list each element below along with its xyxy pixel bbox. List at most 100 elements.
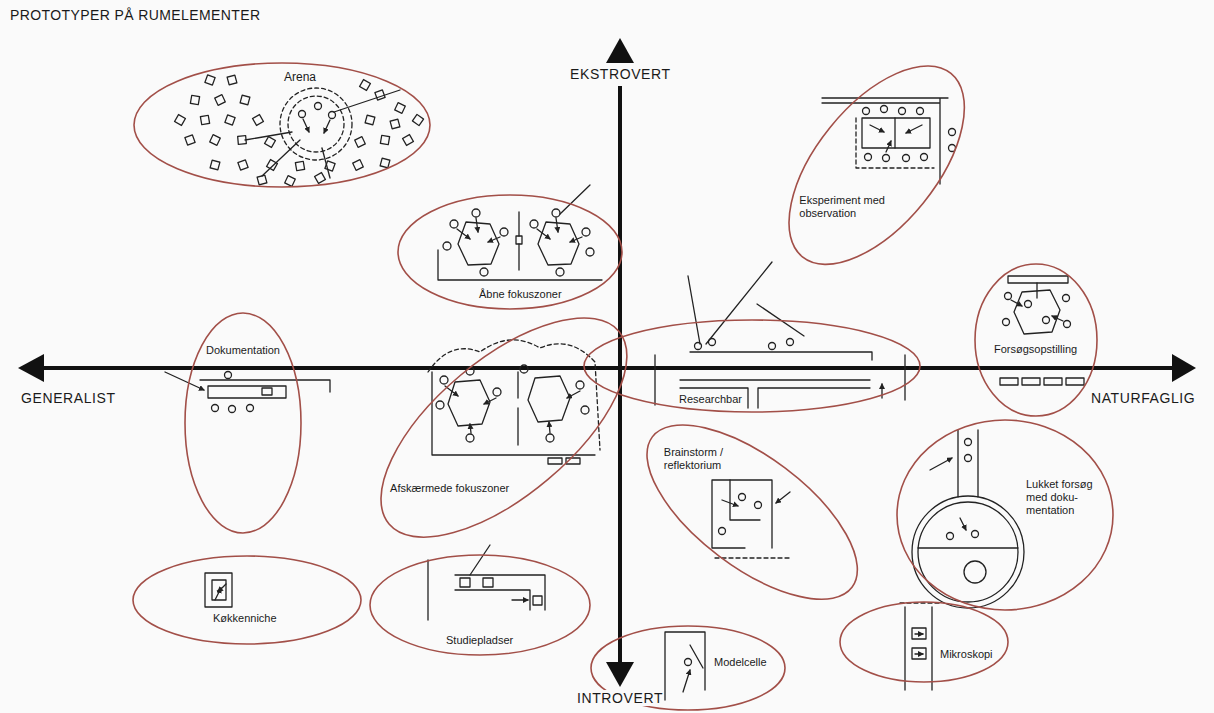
element-label: Arena bbox=[283, 70, 317, 84]
arena-sketch bbox=[257, 175, 267, 185]
test-setup-sketch bbox=[1044, 378, 1062, 385]
open-focus-sketch bbox=[537, 229, 550, 239]
closed-test-sketch bbox=[918, 547, 1018, 548]
kitchen-sketch bbox=[212, 580, 226, 600]
brainstorm-sketch bbox=[712, 480, 792, 558]
brainstorm-sketch bbox=[730, 480, 760, 520]
kitchen-sketch bbox=[218, 584, 226, 592]
documentation-sketch bbox=[212, 405, 219, 412]
experiment-sketch bbox=[865, 154, 872, 161]
open-focus-sketch bbox=[530, 220, 538, 228]
arena-sketch bbox=[265, 137, 276, 148]
model-cell-sketch bbox=[685, 659, 692, 666]
ellipse-outline bbox=[134, 63, 430, 187]
arena-sketch bbox=[190, 95, 199, 104]
closed-test-sketch bbox=[965, 439, 972, 446]
test-setup-sketch bbox=[1052, 316, 1063, 321]
experiment-sketch bbox=[863, 108, 870, 115]
sketch-line bbox=[706, 262, 772, 344]
study-sketch bbox=[533, 596, 542, 605]
open-focus-sketch bbox=[450, 220, 458, 228]
arena-sketch bbox=[210, 160, 220, 170]
prototype-ellipse: Dokumentation bbox=[185, 313, 301, 533]
prototype-ellipse: Åbne fokuszoner bbox=[398, 195, 622, 309]
element-label: Modelcelle bbox=[713, 656, 768, 669]
documentation-sketch bbox=[208, 386, 286, 398]
screened-focus-sketch bbox=[428, 340, 600, 450]
open-focus-sketch bbox=[518, 212, 519, 270]
arena-sketch bbox=[238, 136, 247, 145]
closed-test-sketch bbox=[960, 518, 966, 530]
arena-sketch bbox=[295, 161, 304, 170]
experiment-sketch bbox=[856, 118, 934, 168]
study-sketch bbox=[428, 545, 545, 620]
axis bbox=[1172, 354, 1196, 382]
researchbar-sketch bbox=[695, 343, 702, 350]
arena-sketch bbox=[380, 158, 390, 168]
open-focus-sketch bbox=[476, 218, 478, 232]
prototype-ellipse: Eksperiment med observation bbox=[789, 66, 964, 264]
experiment-sketch bbox=[870, 125, 884, 132]
arena-sketch bbox=[205, 75, 215, 85]
ellipse-outline bbox=[789, 66, 964, 264]
microscope-sketch bbox=[912, 648, 926, 659]
prototype-ellipse: Arena bbox=[134, 63, 430, 187]
prototype-ellipse: Afskærmede fokuszoner bbox=[381, 318, 627, 537]
test-setup-sketch bbox=[1005, 293, 1012, 300]
brainstorm-sketch bbox=[739, 494, 746, 501]
open-focus-sketch bbox=[582, 228, 590, 236]
test-setup-sketch bbox=[1025, 301, 1032, 308]
documentation-sketch bbox=[247, 405, 254, 412]
prototype-ellipse: Studiepladser bbox=[370, 555, 590, 655]
ellipse-outline bbox=[134, 63, 430, 187]
screened-focus-sketch bbox=[549, 422, 550, 433]
ellipse-outline bbox=[975, 264, 1097, 416]
open-focus-sketch bbox=[570, 237, 582, 242]
screened-focus-sketch bbox=[470, 424, 471, 433]
axis bbox=[606, 662, 634, 687]
microscope-sketch bbox=[905, 607, 932, 690]
open-focus-sketch bbox=[457, 229, 470, 239]
kitchen-sketch bbox=[205, 573, 232, 607]
prototype-ellipse: Forsøgsopstilling bbox=[975, 264, 1097, 416]
closed-test-sketch bbox=[964, 561, 986, 583]
researchbar-sketch bbox=[709, 339, 716, 346]
open-focus-sketch bbox=[500, 228, 508, 236]
test-setup-sketch bbox=[1008, 276, 1068, 283]
brainstorm-sketch bbox=[712, 480, 772, 548]
model-cell-sketch bbox=[665, 632, 705, 700]
open-focus-sketch bbox=[538, 222, 579, 265]
documentation-sketch bbox=[262, 388, 272, 395]
open-focus-sketch bbox=[556, 268, 564, 276]
model-cell-sketch bbox=[665, 632, 705, 700]
experiment-sketch bbox=[883, 155, 890, 162]
ellipse-outline bbox=[345, 279, 662, 576]
screened-focus-sketch bbox=[581, 406, 589, 414]
experiment-sketch bbox=[906, 125, 922, 133]
axis-label: EKSTROVERT bbox=[569, 66, 672, 82]
experiment-sketch bbox=[894, 118, 895, 148]
arena-sketch bbox=[334, 90, 400, 112]
screened-focus-sketch bbox=[440, 376, 448, 384]
prototype-ellipse: Køkkenniche bbox=[133, 556, 361, 644]
experiment-sketch bbox=[886, 141, 891, 152]
ellipse-outline bbox=[840, 602, 1008, 682]
open-focus-sketch bbox=[458, 222, 499, 265]
experiment-sketch bbox=[917, 108, 924, 115]
screened-focus-sketch bbox=[576, 381, 584, 389]
arena-sketch bbox=[253, 115, 264, 126]
arena-sketch bbox=[215, 95, 226, 106]
model-cell-sketch bbox=[690, 645, 703, 668]
researchbar-sketch bbox=[787, 339, 794, 346]
screened-focus-sketch bbox=[528, 376, 570, 422]
brainstorm-sketch bbox=[776, 492, 790, 503]
sketch-line bbox=[688, 276, 700, 344]
arena-sketch bbox=[227, 75, 237, 85]
experiment-sketch bbox=[949, 129, 956, 136]
experiment-sketch bbox=[921, 154, 928, 161]
arena-sketch bbox=[322, 148, 330, 178]
arena-sketch bbox=[185, 135, 195, 145]
arena-sketch bbox=[210, 135, 221, 146]
test-setup-sketch bbox=[1022, 378, 1040, 385]
